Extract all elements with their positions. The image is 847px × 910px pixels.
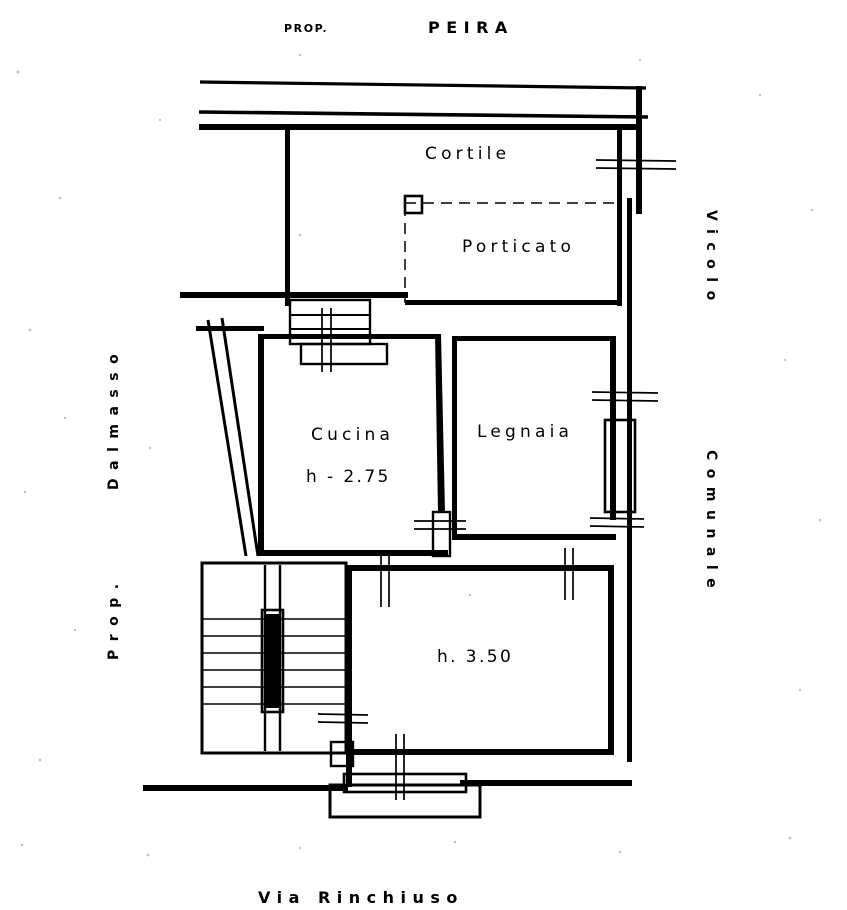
door-cucina-legnaia <box>414 510 466 558</box>
label-peira-top: PEIRA <box>428 18 514 37</box>
wall-niche-legnaia <box>603 418 637 514</box>
cortile-walls <box>199 86 642 306</box>
label-via-rinchiuso: Via Rinchiuso <box>258 888 464 907</box>
label-dalmasso: Dalmasso <box>106 346 122 490</box>
right-outer-boundary-lower <box>627 390 632 762</box>
main-room-walls <box>346 565 614 755</box>
room-label-legnaia: Legnaia <box>477 422 573 442</box>
top-property-boundary <box>198 80 649 119</box>
window-opening-legnaia-upper <box>591 391 659 402</box>
entrance-notch <box>329 740 355 768</box>
label-vicolo: Vicolo <box>703 210 719 309</box>
entrance-steps <box>328 734 482 819</box>
label-prop-top: PROP. <box>284 22 328 35</box>
label-comunale: Comunale <box>703 450 719 596</box>
room-label-cucina: Cucina <box>311 425 394 445</box>
door-main-room-top <box>380 553 390 607</box>
label-prop-left: Prop. <box>106 575 122 660</box>
window-opening-staircase <box>317 713 369 724</box>
door-main-room-right <box>564 548 574 600</box>
threshold-porticato-cucina <box>288 298 389 372</box>
scan-speckles <box>16 53 822 857</box>
window-opening-legnaia-lower <box>589 517 645 528</box>
porticato-outline <box>403 194 622 306</box>
room-label-porticato: Porticato <box>462 237 575 257</box>
mid-horizontal-wall <box>180 292 408 331</box>
staircase <box>200 561 348 755</box>
room-label-cortile: Cortile <box>425 144 510 164</box>
right-outer-boundary-upper <box>627 198 632 390</box>
legnaia-walls <box>452 336 616 540</box>
bottom-boundary-wall <box>143 751 632 791</box>
window-opening-cortile <box>595 159 677 170</box>
cucina-walls <box>258 334 448 556</box>
height-label-cucina: h - 2.75 <box>306 467 391 487</box>
left-angled-boundary <box>206 317 260 557</box>
height-label-main-room: h. 3.50 <box>437 647 513 667</box>
